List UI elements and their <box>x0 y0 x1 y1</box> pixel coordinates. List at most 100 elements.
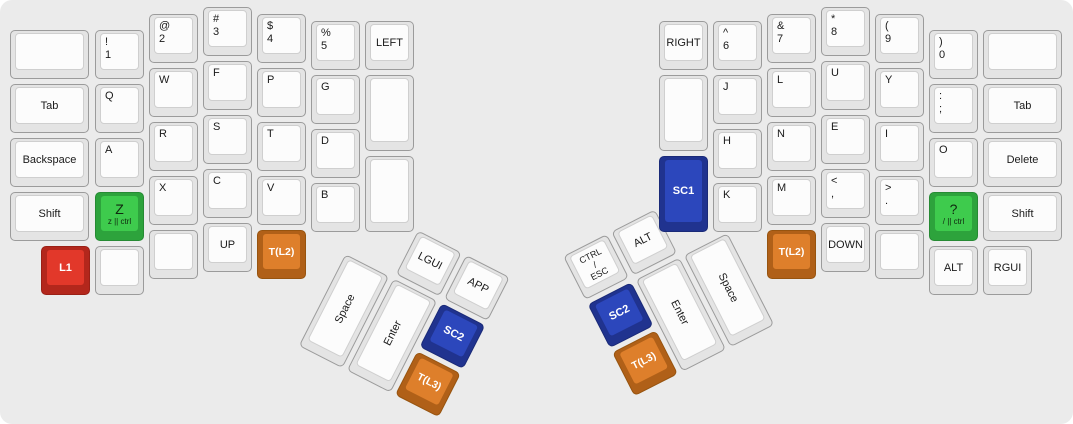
key-v[interactable]: V <box>257 176 306 225</box>
key-tab[interactable]: Tab <box>10 84 89 133</box>
key-e[interactable]: E <box>821 115 870 164</box>
key-blank[interactable] <box>149 230 198 279</box>
key-x[interactable]: X <box>149 176 198 225</box>
key-question-ctrl[interactable]: ?/ || ctrl <box>929 192 978 241</box>
key-l[interactable]: L <box>767 68 816 117</box>
key-label: V <box>267 182 275 194</box>
key-i[interactable]: I <box>875 122 924 171</box>
key-t[interactable]: T <box>257 122 306 171</box>
key-w[interactable]: W <box>149 68 198 117</box>
key-down-arrow[interactable]: DOWN <box>821 223 870 272</box>
key-u[interactable]: U <box>821 61 870 110</box>
keycap-face: Shift <box>988 195 1057 232</box>
key-label: Tab <box>40 99 59 112</box>
key-label: Shift <box>1011 207 1034 220</box>
key-r[interactable]: R <box>149 122 198 171</box>
key-rparen-0[interactable]: ) 0 <box>929 30 978 79</box>
key-blank[interactable] <box>10 30 89 79</box>
key-lt-comma[interactable]: < , <box>821 169 870 218</box>
key-label: UP <box>219 238 236 251</box>
key-label: M <box>777 182 787 194</box>
keycap-face: ! 1 <box>100 33 139 70</box>
key-f[interactable]: F <box>203 61 252 110</box>
key-lparen-9[interactable]: ( 9 <box>875 14 924 63</box>
key-shift[interactable]: Shift <box>983 192 1062 241</box>
keycap-face: V <box>262 179 301 216</box>
key-label: L1 <box>59 261 72 274</box>
key-alt[interactable]: ALT <box>929 246 978 295</box>
key-dollar-4[interactable]: $ 4 <box>257 14 306 63</box>
key-sublabel: / || ctrl <box>942 216 965 226</box>
key-label: W <box>159 74 170 86</box>
key-o[interactable]: O <box>929 138 978 187</box>
key-j[interactable]: J <box>713 75 762 124</box>
keycap-face: L <box>772 71 811 108</box>
key-caret-6[interactable]: ^ 6 <box>713 21 762 70</box>
key-exclaim-1[interactable]: ! 1 <box>95 30 144 79</box>
key-backspace[interactable]: Backspace <box>10 138 89 187</box>
key-label: ? <box>949 200 958 217</box>
key-g[interactable]: G <box>311 75 360 124</box>
key-label: J <box>723 81 729 93</box>
key-blank-tall[interactable] <box>365 75 414 151</box>
key-label: > . <box>885 182 892 207</box>
key-label: Enter <box>668 297 691 327</box>
key-s[interactable]: S <box>203 115 252 164</box>
key-label: ALT <box>943 261 964 274</box>
keycap-face: U <box>826 64 865 101</box>
key-up-arrow[interactable]: UP <box>203 223 252 272</box>
key-y[interactable]: Y <box>875 68 924 117</box>
key-label: S <box>213 121 221 133</box>
key-blank[interactable] <box>983 30 1062 79</box>
key-sc1[interactable]: SC1 <box>659 156 708 232</box>
key-l1[interactable]: L1 <box>41 246 90 295</box>
key-colon-semicolon[interactable]: : ; <box>929 84 978 133</box>
key-blank[interactable] <box>875 230 924 279</box>
key-b[interactable]: B <box>311 183 360 232</box>
key-shift[interactable]: Shift <box>10 192 89 241</box>
key-t-l2[interactable]: T(L2) <box>767 230 816 279</box>
key-d[interactable]: D <box>311 129 360 178</box>
key-n[interactable]: N <box>767 122 816 171</box>
key-m[interactable]: M <box>767 176 816 225</box>
key-label: SC1 <box>672 185 695 197</box>
key-label: SC2 <box>606 302 632 323</box>
key-amp-7[interactable]: & 7 <box>767 14 816 63</box>
key-t-l2[interactable]: T(L2) <box>257 230 306 279</box>
keycap-face <box>154 233 193 270</box>
keycap-face: ^ 6 <box>718 24 757 61</box>
key-star-8[interactable]: * 8 <box>821 7 870 56</box>
key-label: T(L2) <box>778 245 805 258</box>
keycap-face: A <box>100 141 139 178</box>
keycap-face: ( 9 <box>880 17 919 54</box>
key-percent-5[interactable]: % 5 <box>311 21 360 70</box>
key-hash-3[interactable]: # 3 <box>203 7 252 56</box>
key-blank-tall[interactable] <box>659 75 708 151</box>
key-label: X <box>159 182 167 194</box>
key-label: * 8 <box>831 13 838 38</box>
key-tab[interactable]: Tab <box>983 84 1062 133</box>
keycap-face: B <box>316 186 355 223</box>
key-c[interactable]: C <box>203 169 252 218</box>
key-delete[interactable]: Delete <box>983 138 1062 187</box>
key-q[interactable]: Q <box>95 84 144 133</box>
keycap-face: C <box>208 172 247 209</box>
key-a[interactable]: A <box>95 138 144 187</box>
key-right-arrow[interactable]: RIGHT <box>659 21 708 70</box>
keycap-face: # 3 <box>208 10 247 47</box>
key-h[interactable]: H <box>713 129 762 178</box>
keycap-face: T(L2) <box>772 233 811 270</box>
key-blank[interactable] <box>95 246 144 295</box>
key-k[interactable]: K <box>713 183 762 232</box>
key-at-2[interactable]: @ 2 <box>149 14 198 63</box>
key-label: @ 2 <box>159 20 171 45</box>
key-rgui[interactable]: RGUI <box>983 246 1032 295</box>
key-blank-tall[interactable] <box>365 156 414 232</box>
key-label: ) 0 <box>939 36 946 61</box>
key-p[interactable]: P <box>257 68 306 117</box>
keycap-face <box>988 33 1057 70</box>
key-left-arrow[interactable]: LEFT <box>365 21 414 70</box>
key-gt-period[interactable]: > . <box>875 176 924 225</box>
keycap-face: SC1 <box>664 159 703 223</box>
